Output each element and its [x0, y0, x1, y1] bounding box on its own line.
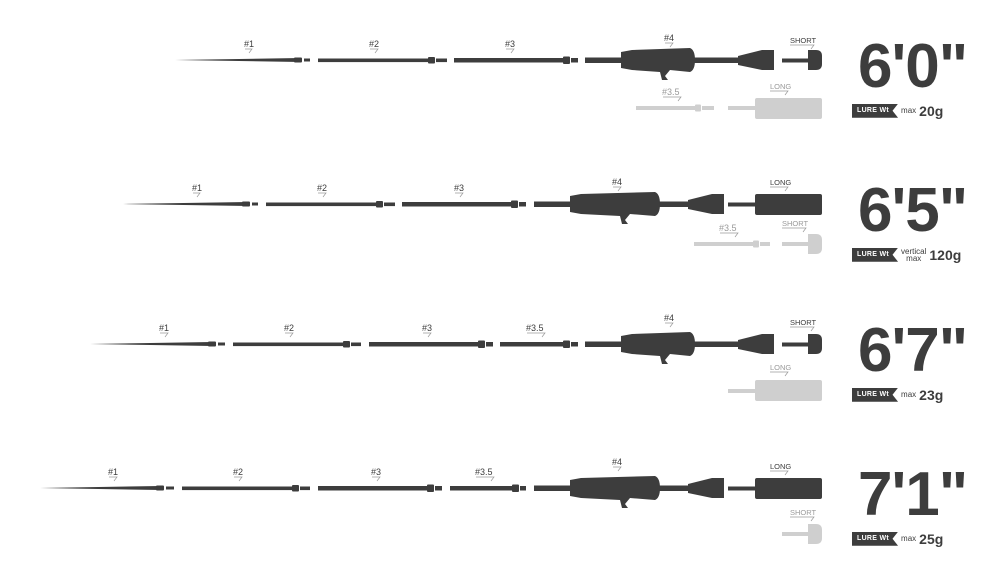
rod-row-6-7: #1 #2 #3 #3.5 #4: [0, 312, 1000, 432]
short-butt-label: SHORT: [782, 219, 809, 228]
section-1-label: #1: [192, 183, 202, 193]
rod-row-7-1: #1 #2 #3 #3.5 #4: [0, 456, 1000, 576]
long-butt-dark: LONG: [728, 178, 822, 215]
section-4-label: #4: [612, 177, 622, 187]
lure-max-value: 23g: [919, 386, 944, 403]
section-3-5: #3.5: [450, 467, 526, 492]
long-butt-light: LONG: [728, 363, 822, 401]
short-butt-label: SHORT: [790, 36, 817, 45]
section-1-label: #1: [108, 467, 118, 477]
section-3-label: #3: [422, 323, 432, 333]
lure-max-line-2: max: [906, 253, 922, 263]
section-3: #3: [454, 39, 578, 64]
section-3-5-label: #3.5: [475, 467, 493, 477]
section-4-handle: #4: [585, 33, 774, 80]
lure-max-label: max: [901, 106, 917, 116]
lure-max-line-1: vertical: [901, 246, 927, 256]
section-4-handle: #4: [585, 313, 774, 364]
rod-diagram-6-0: #1 #2 #3 #4: [175, 33, 822, 119]
section-2-label: #2: [369, 39, 379, 49]
rod-row-6-0: #1 #2 #3 #4: [0, 28, 1000, 148]
section-4-handle: #4: [534, 177, 724, 224]
short-butt-label: SHORT: [790, 508, 817, 517]
section-2: #2: [233, 323, 361, 348]
section-2-label: #2: [284, 323, 294, 333]
long-butt-label: LONG: [770, 363, 791, 372]
section-3: #3: [369, 323, 493, 348]
long-butt-light: LONG: [728, 82, 822, 119]
lure-max-value: 25g: [919, 530, 944, 547]
rod-length: 6'7": [858, 316, 968, 385]
rod-diagram-7-1: #1 #2 #3 #3.5 #4: [40, 457, 822, 544]
lure-weight-badge: LURE Wt: [852, 103, 899, 118]
section-3-5: #3.5: [500, 323, 578, 348]
section-3-5-label: #3.5: [526, 323, 544, 333]
rod-length: 6'5": [858, 176, 968, 245]
long-butt-label: LONG: [770, 82, 791, 91]
section-2: #2: [266, 183, 395, 208]
rod-length: 6'0": [858, 32, 968, 101]
short-butt-label: SHORT: [790, 318, 817, 327]
short-butt-dark: SHORT: [782, 318, 822, 354]
lure-max-label: max: [901, 390, 917, 400]
section-2: #2: [182, 467, 310, 492]
section-2-label: #2: [233, 467, 243, 477]
lure-weight-badge: LURE Wt: [852, 531, 899, 546]
section-3: #3: [318, 467, 442, 492]
section-3: #3: [402, 183, 526, 208]
rod-diagram-6-7: #1 #2 #3 #3.5 #4: [90, 313, 822, 401]
long-butt-dark: LONG: [728, 462, 822, 499]
section-3-label: #3: [505, 39, 515, 49]
rod-row-6-5: #1 #2 #3 #4 LONG: [0, 172, 1000, 292]
alt-section-label: #3.5: [719, 223, 737, 233]
long-butt-label: LONG: [770, 462, 791, 471]
lure-weight-badge: LURE Wt: [852, 387, 899, 402]
section-4-label: #4: [664, 313, 674, 323]
alt-section-3-5: #3.5: [636, 87, 714, 112]
lure-max-value: 20g: [919, 102, 944, 119]
long-butt-label: LONG: [770, 178, 791, 187]
lure-weight-badge: LURE Wt: [852, 247, 899, 262]
section-1: #1: [123, 183, 258, 207]
alt-section-label: #3.5: [662, 87, 680, 97]
short-butt-dark: SHORT: [782, 36, 822, 70]
section-2: #2: [318, 39, 447, 64]
section-4-label: #4: [664, 33, 674, 43]
section-1: #1: [175, 39, 310, 63]
alt-section-3-5: #3.5: [694, 223, 770, 248]
rod-length: 7'1": [858, 460, 968, 529]
section-1-label: #1: [244, 39, 254, 49]
section-1-label: #1: [159, 323, 169, 333]
section-4-handle: #4: [534, 457, 724, 508]
section-1: #1: [90, 323, 225, 347]
section-3-label: #3: [454, 183, 464, 193]
section-1: #1: [40, 467, 174, 491]
short-butt-light: SHORT: [782, 219, 822, 254]
lure-max-label: max: [901, 534, 917, 544]
section-3-label: #3: [371, 467, 381, 477]
section-2-label: #2: [317, 183, 327, 193]
rod-diagram-6-5: #1 #2 #3 #4 LONG: [123, 177, 822, 254]
section-4-label: #4: [612, 457, 622, 467]
short-butt-light: SHORT: [782, 508, 822, 544]
lure-max-value: 120g: [929, 246, 962, 263]
